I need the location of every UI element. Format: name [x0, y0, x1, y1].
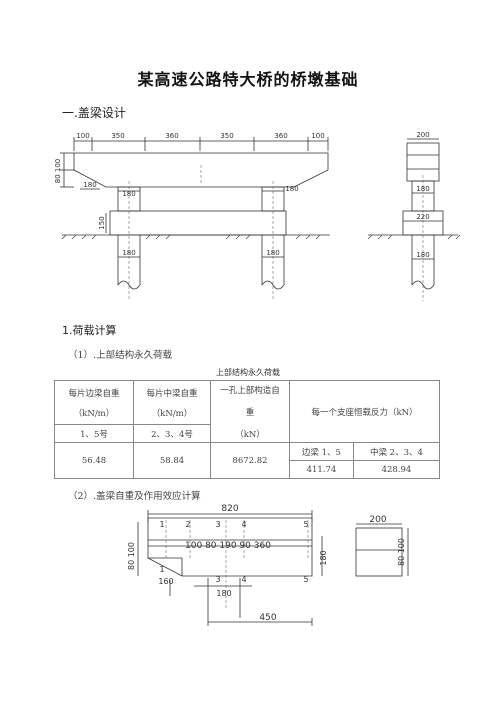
- dim-160: 160: [158, 577, 173, 586]
- dim-100-right: 100: [311, 132, 324, 140]
- col-mid-beam-unit: （kN/m）: [151, 408, 193, 419]
- col-span-weight-unit: （kN）: [235, 429, 265, 440]
- edge-reaction-label: 边梁 1、5: [289, 442, 354, 461]
- side-dim-vertical: 80 100: [397, 538, 406, 566]
- dims-row: 100 80 190 90 360: [185, 541, 271, 551]
- side-dim-220: 220: [416, 213, 429, 221]
- section-heading-capbeam: 一.盖梁设计: [62, 106, 126, 120]
- dim-180-column-2: 180: [285, 185, 298, 193]
- dim-180: 180: [216, 589, 231, 598]
- permanent-load-table: 每片边梁自重 （kN/m） 每片中梁自重 （kN/m） 一孔上部构造自 重 （k…: [54, 380, 441, 479]
- dim-150: 150: [98, 216, 106, 229]
- dim-360-a: 360: [165, 132, 178, 140]
- dim-450: 450: [259, 613, 276, 623]
- subheading-self-weight: （2）.盖梁自重及作用效应计算: [68, 491, 201, 502]
- bottom-node-4: 4: [241, 575, 246, 584]
- col-edge-beam-header: 每片边梁自重: [68, 388, 120, 399]
- edge-beam-ids: 1、5号: [54, 424, 134, 443]
- bottom-node-5: 5: [303, 575, 308, 584]
- mid-reaction-label: 中梁 2、3、4: [352, 442, 441, 461]
- dim-vertical-right: 180: [319, 550, 328, 565]
- document-title: 某高速公路特大桥的桥墩基础: [137, 70, 359, 89]
- mid-reaction-value: 428.94: [352, 460, 441, 479]
- dim-left-vertical: 80 100: [54, 159, 62, 184]
- side-dim-180: 180: [416, 185, 429, 193]
- node-1: 1: [159, 520, 164, 529]
- node-5: 5: [303, 520, 308, 529]
- dim-180-pile-1: 180: [122, 249, 135, 257]
- dim-100-left: 100: [76, 132, 89, 140]
- col-mid-beam-header: 每片中梁自重: [146, 388, 198, 399]
- pier-elevation-drawing: 100 350 360 350 360 100 80 100 180 180 1…: [54, 131, 461, 301]
- side-dim-180-pile: 180: [416, 251, 429, 259]
- col-span-weight-header-1: 一孔上部构造自: [220, 385, 280, 396]
- side-dim-200: 200: [416, 131, 429, 139]
- dim-180-column-1: 180: [122, 190, 135, 198]
- node-4: 4: [241, 520, 246, 529]
- col-edge-beam-unit: （kN/m）: [73, 408, 115, 419]
- subheading-superstructure-load: （1）.上部结构永久荷载: [68, 350, 173, 361]
- dim-820: 820: [221, 504, 238, 514]
- table-caption: 上部结构永久荷载: [216, 368, 280, 377]
- dim-350-b: 350: [220, 132, 233, 140]
- mid-beam-weight: 58.84: [133, 442, 211, 479]
- section-heading-loads: 1.荷载计算: [62, 324, 117, 337]
- dim-180-pile-2: 180: [266, 249, 279, 257]
- edge-reaction-value: 411.74: [289, 460, 354, 479]
- dim-350-a: 350: [111, 132, 124, 140]
- span-weight-value: 8672.82: [210, 442, 290, 479]
- col-reaction-header: 每一个支座恒载反力（kN）: [289, 380, 440, 443]
- edge-beam-weight: 56.48: [54, 442, 134, 479]
- dim-180-left: 180: [83, 181, 96, 189]
- half-capbeam-drawing: 820 1 2 3 4 5 100 80 190 90 360 80 100 1…: [127, 504, 409, 626]
- side-dim-200: 200: [369, 515, 386, 525]
- bottom-node-3: 3: [215, 575, 220, 584]
- col-span-weight-header-2: 重: [245, 407, 255, 418]
- dim-360-b: 360: [274, 132, 287, 140]
- node-2: 2: [185, 520, 190, 529]
- bottom-node-1: 1: [159, 565, 164, 574]
- mid-beam-ids: 2、3、4号: [133, 424, 211, 443]
- dim-vertical-left: 80 100: [127, 542, 136, 570]
- node-3: 3: [215, 520, 220, 529]
